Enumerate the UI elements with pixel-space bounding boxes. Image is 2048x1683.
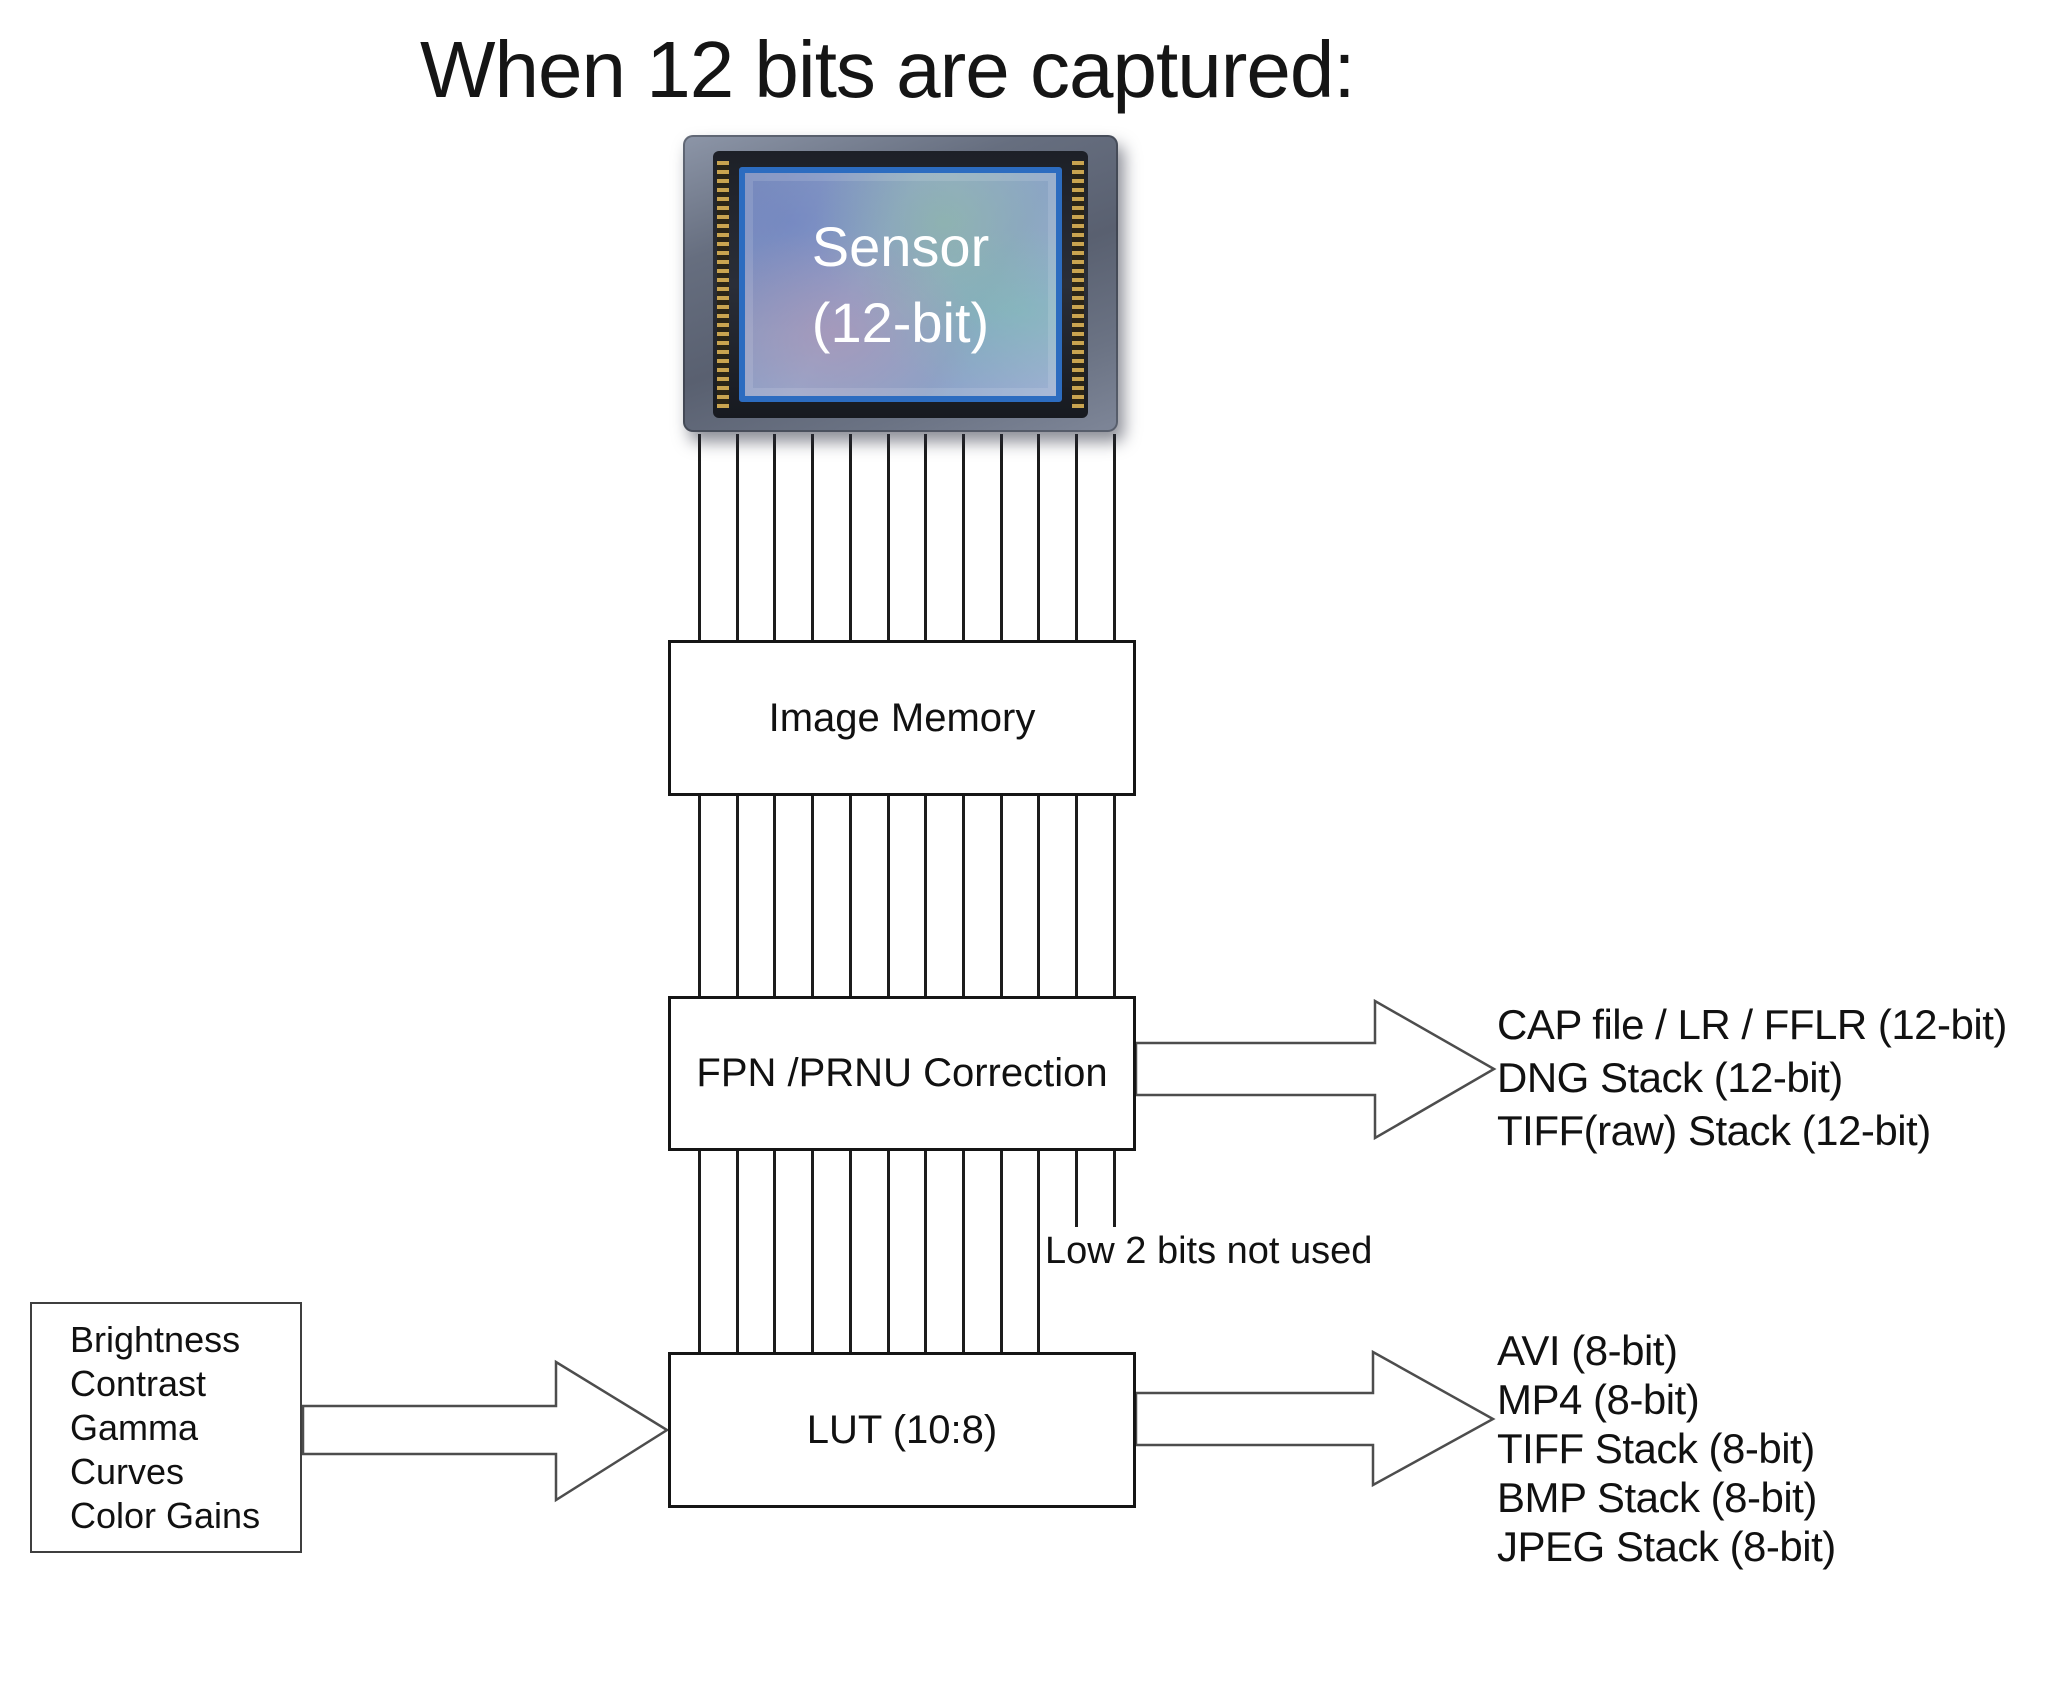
control-color-gains: Color Gains — [70, 1494, 261, 1536]
arrow-lut-to-outputs — [1134, 1349, 1496, 1488]
bit-line — [698, 790, 701, 1000]
raw-output-formats-list: CAP file / LR / FFLR (12-bit) DNG Stack … — [1497, 998, 2007, 1157]
sensor-label-line1: Sensor — [811, 214, 990, 278]
bit-line — [1075, 434, 1078, 642]
bit-line — [1037, 1145, 1041, 1355]
lut-block: LUT (10:8) — [668, 1352, 1136, 1508]
bit-line — [848, 790, 852, 1000]
output-dng-stack: DNG Stack (12-bit) — [1497, 1054, 1843, 1101]
output-bmp-stack: BMP Stack (8-bit) — [1497, 1474, 1817, 1521]
bit-line — [773, 1145, 777, 1355]
control-gamma: Gamma — [70, 1406, 199, 1448]
bit-line — [811, 434, 815, 642]
bit-line — [698, 434, 701, 642]
sensor-chip-image: Sensor (12-bit) — [683, 135, 1118, 432]
bit-line — [735, 1145, 739, 1355]
bus-fpn-to-lut-used — [698, 1145, 1118, 1355]
image-memory-block: Image Memory — [668, 640, 1136, 796]
bit-line — [848, 1145, 852, 1355]
fpn-prnu-correction-block: FPN /PRNU Correction — [668, 996, 1136, 1151]
sensor-bond-pads-left — [717, 161, 729, 408]
output-tiff-raw-stack: TIFF(raw) Stack (12-bit) — [1497, 1107, 1931, 1154]
bit-line — [773, 790, 777, 1000]
bit-line — [999, 434, 1003, 642]
bit-line — [1112, 434, 1116, 642]
control-brightness: Brightness — [70, 1318, 241, 1360]
page-title: When 12 bits are captured: — [420, 25, 1356, 114]
arrow-controls-to-lut — [301, 1359, 670, 1503]
lut-label: LUT (10:8) — [806, 1407, 998, 1452]
bit-line — [1112, 790, 1116, 1000]
bit-line — [811, 790, 815, 1000]
bit-line — [811, 1145, 815, 1355]
bit-line — [999, 1145, 1003, 1355]
low-bits-note: Low 2 bits not used — [1045, 1230, 1373, 1272]
bus-fpn-low-bits-unused — [698, 1145, 1118, 1227]
bit-line — [735, 434, 739, 642]
processed-output-formats-list: AVI (8-bit) MP4 (8-bit) TIFF Stack (8-bi… — [1497, 1326, 1836, 1571]
bit-line — [1112, 1145, 1116, 1227]
bit-line — [773, 434, 777, 642]
bit-line — [1037, 434, 1041, 642]
bit-line — [735, 790, 739, 1000]
bit-line — [1075, 790, 1078, 1000]
bit-line — [848, 434, 852, 642]
bus-sensor-to-memory — [698, 434, 1118, 642]
bit-line — [924, 434, 928, 642]
output-mp4: MP4 (8-bit) — [1497, 1376, 1700, 1423]
sensor-die-area: Sensor (12-bit) — [713, 151, 1088, 418]
bit-line — [698, 1145, 701, 1355]
control-curves: Curves — [70, 1450, 185, 1492]
bit-line — [1075, 1145, 1078, 1227]
bit-line — [924, 790, 928, 1000]
bit-line — [924, 1145, 928, 1355]
bit-line — [1037, 790, 1041, 1000]
arrow-fpn-to-raw-outputs — [1134, 998, 1497, 1141]
bus-memory-to-fpn — [698, 790, 1118, 1000]
bit-line — [999, 790, 1003, 1000]
image-controls-box: Brightness Contrast Gamma Curves Color G… — [30, 1302, 302, 1553]
bit-line — [961, 790, 965, 1000]
fpn-prnu-correction-label: FPN /PRNU Correction — [696, 1051, 1108, 1095]
output-tiff-stack: TIFF Stack (8-bit) — [1497, 1425, 1815, 1472]
image-memory-label: Image Memory — [768, 695, 1036, 740]
bit-line — [886, 790, 890, 1000]
output-avi: AVI (8-bit) — [1497, 1327, 1678, 1374]
output-jpeg-stack: JPEG Stack (8-bit) — [1497, 1523, 1836, 1570]
bit-line — [961, 1145, 965, 1355]
output-cap-file: CAP file / LR / FFLR (12-bit) — [1497, 1001, 2007, 1048]
bit-line — [886, 1145, 890, 1355]
sensor-active-area: Sensor (12-bit) — [739, 167, 1062, 402]
bit-line — [961, 434, 965, 642]
sensor-label-line2: (12-bit) — [811, 290, 990, 354]
bit-line — [886, 434, 890, 642]
sensor-bond-pads-right — [1072, 161, 1084, 408]
control-contrast: Contrast — [70, 1362, 207, 1404]
